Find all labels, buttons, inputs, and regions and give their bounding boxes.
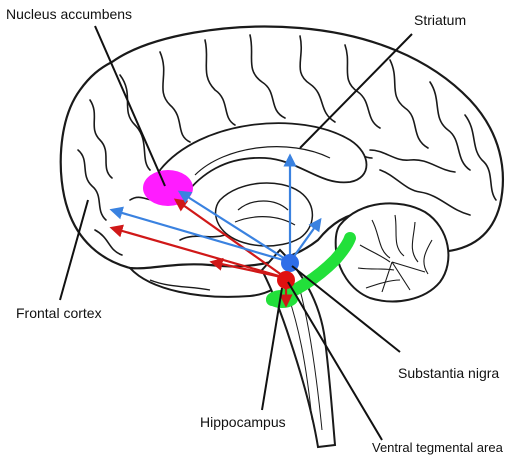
nucleus-accumbens-label: Nucleus accumbens bbox=[6, 6, 132, 22]
striatum-label: Striatum bbox=[414, 12, 466, 28]
ventral-tegmental-area-dot bbox=[277, 271, 295, 289]
cerebellum bbox=[336, 203, 449, 301]
nucleus-accumbens-region bbox=[143, 170, 193, 206]
ventral-tegmental-area-label: Ventral tegmental area bbox=[372, 440, 503, 456]
thalamus bbox=[216, 183, 313, 246]
substantia-nigra-label: Substantia nigra bbox=[398, 365, 499, 381]
frontal-cortex-label: Frontal cortex bbox=[16, 305, 102, 321]
hippocampus-label: Hippocampus bbox=[200, 414, 286, 430]
hippocampus-leader bbox=[262, 288, 282, 410]
